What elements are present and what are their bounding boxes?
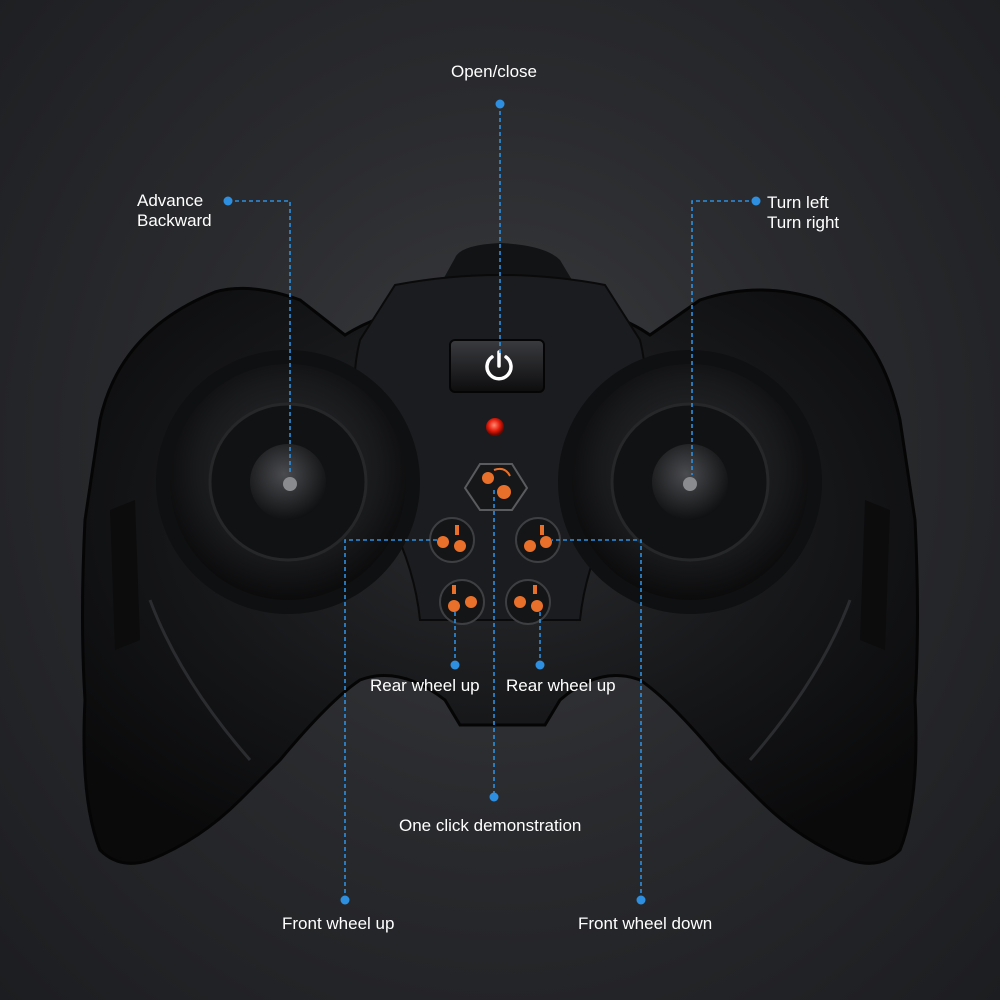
label-advance-backward: Advance Backward (137, 191, 212, 231)
leader-front-wheel-up (344, 539, 440, 900)
right-joystick[interactable] (558, 350, 822, 614)
indicator-led (486, 418, 504, 436)
left-joystick[interactable] (156, 350, 420, 614)
leader-lines (228, 104, 756, 900)
label-open-close: Open/close (451, 62, 537, 81)
leader-turn (691, 200, 756, 475)
rear-wheel-up-icon (448, 585, 477, 612)
demo-mode-icon (482, 467, 511, 499)
demo-button[interactable] (463, 463, 529, 511)
label-turn-left: Turn left (767, 193, 829, 212)
rear-wheel-up-right-button[interactable] (505, 579, 551, 625)
label-one-click-demo: One click demonstration (399, 816, 582, 835)
front-wheel-down-icon (524, 525, 552, 552)
leader-dots (223, 99, 761, 905)
label-front-wheel-down: Front wheel down (578, 914, 713, 933)
power-button[interactable] (449, 339, 545, 393)
label-backward: Backward (137, 211, 212, 230)
label-advance: Advance (137, 191, 204, 210)
front-wheel-up-icon (437, 525, 466, 552)
label-rear-wheel-up-right: Rear wheel up (506, 676, 616, 695)
label-turn-right: Turn right (767, 213, 840, 232)
power-icon (485, 350, 513, 381)
label-turn: Turn left Turn right (767, 193, 839, 233)
label-front-wheel-up: Front wheel up (282, 914, 395, 933)
front-wheel-down-button[interactable] (515, 517, 561, 563)
label-rear-wheel-up-left: Rear wheel up (370, 676, 480, 695)
rear-wheel-up-icon (514, 585, 543, 612)
rear-wheel-up-left-button[interactable] (439, 579, 485, 625)
leader-front-wheel-down (552, 539, 642, 900)
